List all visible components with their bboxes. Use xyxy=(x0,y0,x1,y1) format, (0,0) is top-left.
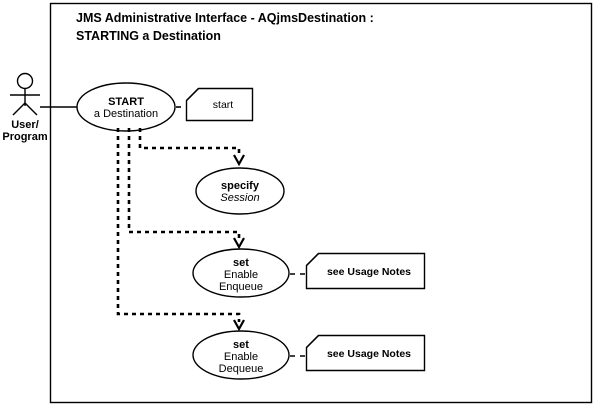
use-case-set-enable-dequeue[interactable]: set Enable Dequeue xyxy=(192,330,290,380)
use-case-label-line2: Session xyxy=(220,192,259,204)
use-case-label-line2: a Destination xyxy=(94,108,158,120)
use-case-label-line3: Enqueue xyxy=(219,281,263,293)
actor-label-line1: User/ xyxy=(11,119,39,131)
connector-start-to-specify-session xyxy=(138,128,241,157)
use-case-label-line1: START xyxy=(108,96,144,108)
actor-head-icon xyxy=(16,72,34,90)
note-fold-icon xyxy=(306,335,319,348)
note-start: start xyxy=(185,87,254,122)
use-case-label-line2: Enable xyxy=(224,269,258,281)
arrowhead-set-enable-enqueue-icon xyxy=(233,237,245,250)
diagram-title-line2: STARTING a Destination xyxy=(76,29,221,43)
use-case-ellipse xyxy=(76,82,176,132)
use-case-set-enable-enqueue[interactable]: set Enable Enqueue xyxy=(192,248,290,298)
note-fold-icon xyxy=(186,88,199,101)
user-program-actor[interactable]: User/ Program xyxy=(2,72,48,144)
use-case-ellipse xyxy=(192,330,290,380)
use-case-label-line1: specify xyxy=(221,180,260,192)
use-case-ellipse xyxy=(192,248,290,298)
arrowhead-specify-session-icon xyxy=(233,154,245,167)
arrowhead-set-enable-dequeue-icon xyxy=(233,319,245,332)
actor-label-line2: Program xyxy=(2,131,47,143)
use-case-label-line3: Dequeue xyxy=(219,363,264,375)
note-usage-dequeue: see Usage Notes xyxy=(305,334,426,372)
connector-start-to-set-enable-enqueue xyxy=(127,128,241,240)
note-label: see Usage Notes xyxy=(327,266,411,278)
use-case-label-line1: set xyxy=(233,257,249,269)
use-case-label-line1: set xyxy=(233,339,249,351)
note-fold-icon xyxy=(306,253,319,266)
note-label: start xyxy=(213,99,234,111)
use-case-start-a-destination[interactable]: START a Destination xyxy=(76,82,176,132)
use-case-ellipse xyxy=(195,167,285,215)
note-label: see Usage Notes xyxy=(327,348,411,360)
use-case-specify-session[interactable]: specify Session xyxy=(195,167,285,215)
diagram-title-line1: JMS Administrative Interface - AQjmsDest… xyxy=(76,11,374,25)
note-usage-enqueue: see Usage Notes xyxy=(305,252,426,290)
actor-leg-right xyxy=(24,102,38,116)
actor-leg-left xyxy=(12,102,26,116)
use-case-label-line2: Enable xyxy=(224,351,258,363)
